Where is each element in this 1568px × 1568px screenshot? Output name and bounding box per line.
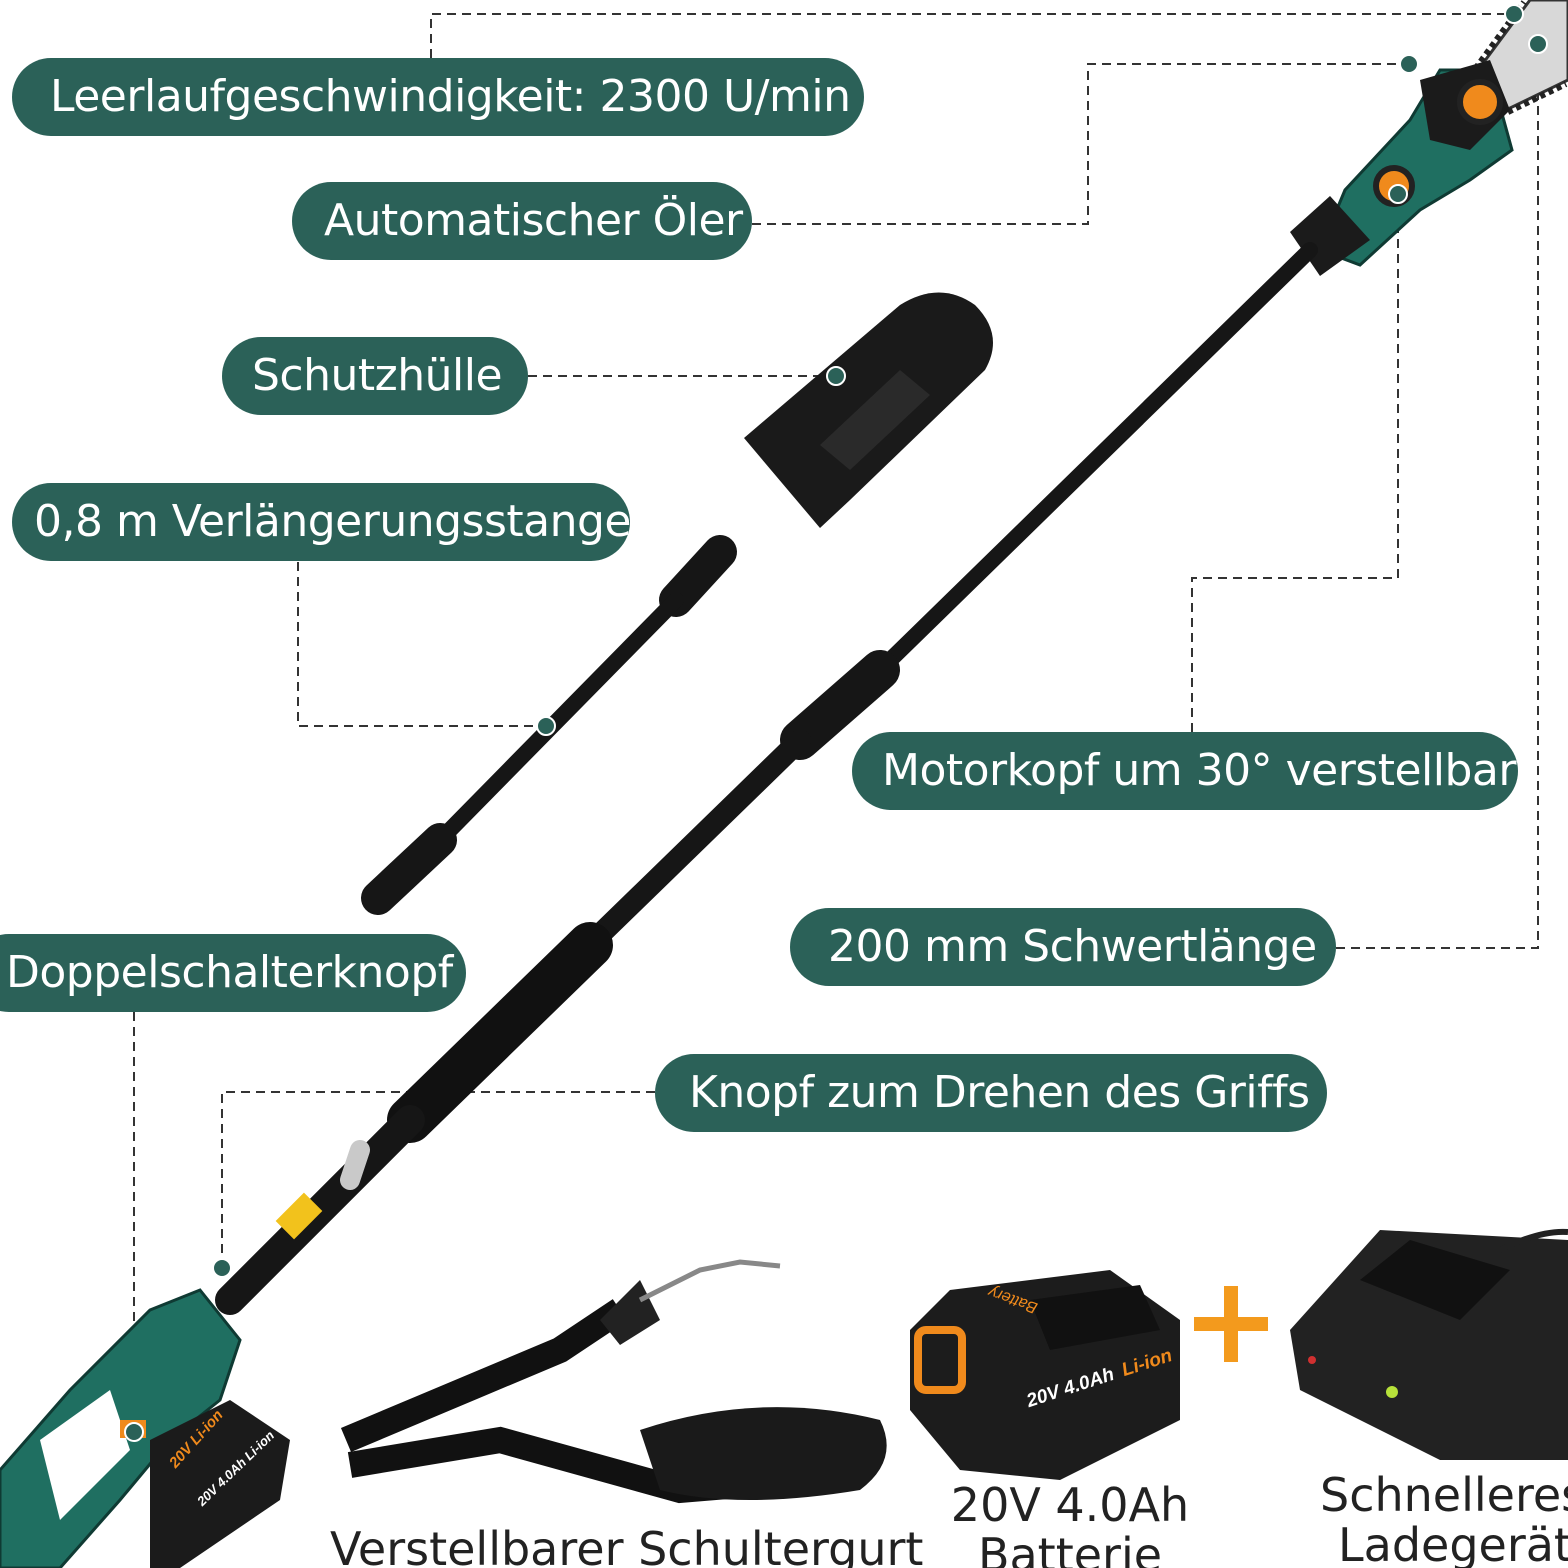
- callout-motor-head: Motorkopf um 30° verstellbar: [852, 732, 1518, 810]
- callout-extension-pole: 0,8 m Verlängerungsstange: [12, 483, 631, 561]
- tool-handle: [0, 1288, 290, 1568]
- callout-protective-cover: Schutzhülle: [222, 337, 528, 415]
- main-pole: [215, 242, 1318, 1315]
- callout-dots: [124, 4, 1548, 1442]
- leader-bar-length: [1336, 44, 1539, 949]
- caption-charger-line2: Ladegerät: [1338, 1518, 1568, 1568]
- leader-idle-speed: [430, 13, 1514, 58]
- leader-motor-head: [1191, 194, 1399, 732]
- caption-strap: Verstellbarer Schultergurt: [330, 1522, 924, 1568]
- charger-illustration: [1290, 1228, 1568, 1460]
- callout-handle-rotate-button: Knopf zum Drehen des Griffs: [655, 1054, 1327, 1132]
- leader-auto-oiler: [752, 63, 1409, 225]
- plus-sign: [1194, 1286, 1268, 1362]
- battery-illustration: [910, 1270, 1180, 1480]
- extension-pole-illustration: [361, 535, 737, 915]
- protective-cover-illustration: [744, 292, 993, 528]
- shoulder-strap-illustration: [340, 1259, 887, 1504]
- callout-auto-oiler: Automatischer Öler: [292, 182, 752, 260]
- caption-strap-text: Verstellbarer Schultergurt: [330, 1522, 924, 1568]
- motor-head: [1290, 60, 1514, 276]
- callout-double-switch: Doppelschalterknopf: [0, 934, 466, 1012]
- caption-battery-line2: Batterie: [977, 1528, 1163, 1568]
- caption-charger-line1: Schnelleres: [1320, 1468, 1568, 1522]
- callout-idle-speed: Leerlaufgeschwindigkeit: 2300 U/min: [12, 58, 864, 136]
- caption-battery: 20V 4.0Ah Batterie: [940, 1480, 1200, 1568]
- caption-charger: Schnelleres Ladegerät: [1320, 1470, 1568, 1568]
- leader-extension: [297, 562, 546, 727]
- caption-battery-line1: 20V 4.0Ah: [950, 1478, 1190, 1532]
- callout-bar-length: 200 mm Schwertlänge: [790, 908, 1336, 986]
